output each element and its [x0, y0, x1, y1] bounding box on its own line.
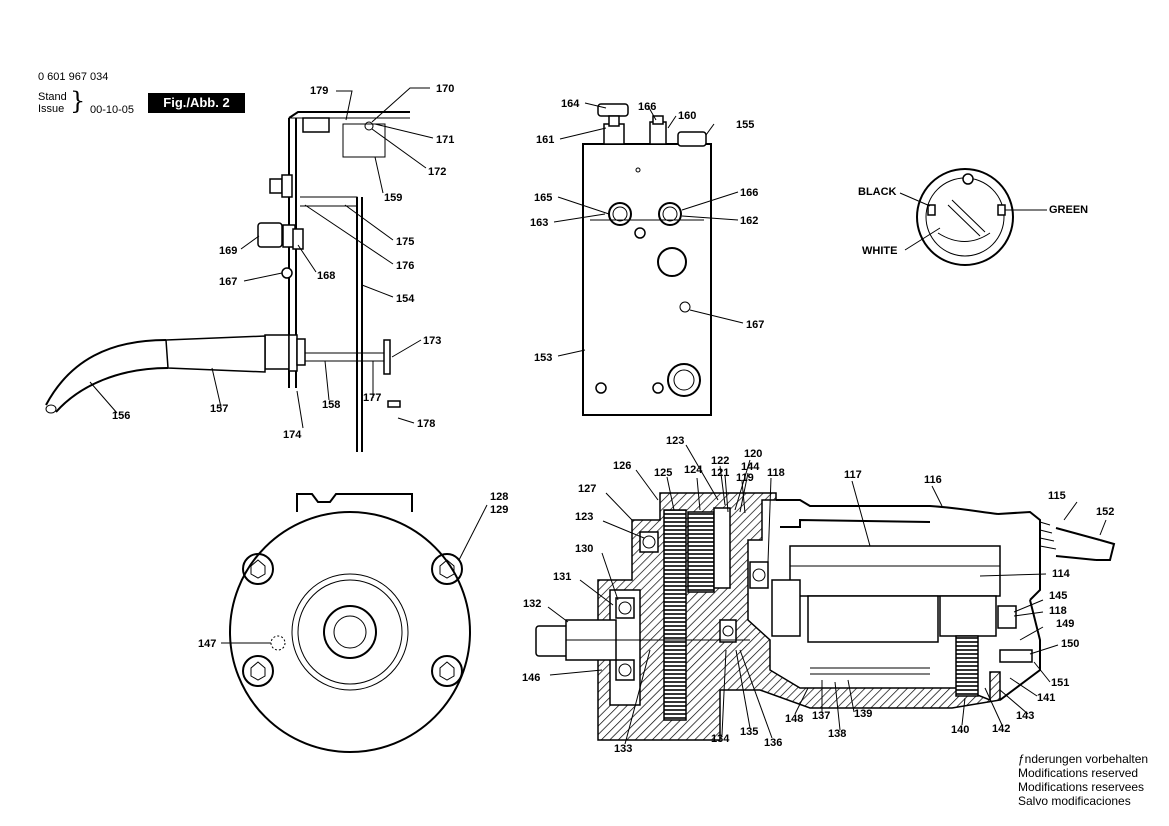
figure-label: Fig./Abb. 2	[148, 93, 245, 113]
gear-housing-section	[535, 492, 1116, 741]
callout-144: 144	[741, 461, 760, 473]
callout-126: 126	[613, 460, 631, 472]
callout-167-box: 167	[746, 319, 764, 331]
callout-161: 161	[536, 134, 554, 146]
callout-127: 127	[578, 483, 596, 495]
callout-115: 115	[1048, 490, 1066, 502]
callout-154: 154	[396, 293, 415, 305]
callout-149: 149	[1056, 618, 1074, 630]
wire-white-label: WHITE	[862, 245, 897, 257]
callout-145: 145	[1049, 590, 1067, 602]
callout-117: 117	[844, 469, 862, 481]
callout-labels: 179 170 171 172 159 175 176 154 169 168 …	[112, 83, 1114, 755]
callout-140: 140	[951, 724, 969, 736]
callout-125: 125	[654, 467, 672, 479]
callout-176: 176	[396, 260, 414, 272]
callout-173: 173	[423, 335, 441, 347]
bracket-assembly	[45, 111, 410, 452]
callout-153: 153	[534, 352, 552, 364]
callout-128: 128	[490, 491, 508, 503]
end-view	[229, 493, 471, 753]
callout-123-top: 123	[666, 435, 684, 447]
callout-157: 157	[210, 403, 228, 415]
wire-black-label: BLACK	[858, 186, 897, 198]
callout-158: 158	[322, 399, 340, 411]
switch-box	[582, 103, 712, 416]
callout-178: 178	[417, 418, 435, 430]
note-french: Modifications reservees	[1018, 780, 1145, 794]
callout-148: 148	[785, 713, 803, 725]
callout-116: 116	[924, 474, 942, 486]
callout-165: 165	[534, 192, 552, 204]
callout-138: 138	[828, 728, 846, 740]
brace-glyph: }	[70, 87, 86, 115]
callout-133: 133	[614, 743, 632, 755]
callout-123-side: 123	[575, 511, 593, 523]
connector-wiring-diagram	[916, 168, 1014, 266]
callout-172: 172	[428, 166, 446, 178]
callout-167-bracket: 167	[219, 276, 237, 288]
callout-143: 143	[1016, 710, 1034, 722]
callout-120: 120	[744, 448, 762, 460]
callout-168: 168	[317, 270, 335, 282]
callout-119: 119	[736, 472, 754, 484]
callout-159: 159	[384, 192, 402, 204]
note-german: ƒnderungen vorbehalten	[1018, 752, 1149, 766]
callout-135: 135	[740, 726, 758, 738]
callout-142: 142	[992, 723, 1010, 735]
callout-174: 174	[283, 429, 302, 441]
issue-label: Issue	[38, 103, 65, 115]
callout-151: 151	[1051, 677, 1069, 689]
callout-166-top: 166	[638, 101, 656, 113]
callout-122: 122	[711, 455, 729, 467]
callout-166-side: 166	[740, 187, 758, 199]
callout-152: 152	[1096, 506, 1114, 518]
callout-171: 171	[436, 134, 454, 146]
callout-160: 160	[678, 110, 696, 122]
callout-141: 141	[1037, 692, 1055, 704]
callout-156: 156	[112, 410, 130, 422]
note-english: Modifications reserved	[1018, 766, 1139, 780]
callout-169: 169	[219, 245, 237, 257]
callout-170: 170	[436, 83, 454, 95]
modification-notes: ƒnderungen vorbehalten Modifications res…	[1018, 752, 1148, 808]
callout-136: 136	[764, 737, 782, 749]
note-spanish: Salvo modificaciones	[1018, 794, 1131, 808]
leader-lines	[89, 87, 1107, 745]
callout-162: 162	[740, 215, 758, 227]
callout-155: 155	[736, 119, 754, 131]
callout-177: 177	[363, 392, 381, 404]
callout-118-side: 118	[1049, 605, 1067, 617]
callout-124: 124	[684, 464, 703, 476]
document-number: 0 601 967 034	[38, 71, 109, 83]
callout-131: 131	[553, 571, 571, 583]
callout-164: 164	[561, 98, 580, 110]
callout-146: 146	[522, 672, 540, 684]
callout-114: 114	[1052, 568, 1071, 580]
callout-137: 137	[812, 710, 830, 722]
callout-121: 121	[711, 467, 729, 479]
callout-132: 132	[523, 598, 541, 610]
callout-175: 175	[396, 236, 414, 248]
wire-green-label: GREEN	[1049, 204, 1088, 216]
callout-150: 150	[1061, 638, 1079, 650]
callout-134: 134	[711, 733, 730, 745]
callout-179: 179	[310, 85, 328, 97]
callout-147: 147	[198, 638, 216, 650]
callout-139: 139	[854, 708, 872, 720]
callout-130: 130	[575, 543, 593, 555]
callout-163: 163	[530, 217, 548, 229]
callout-118-top: 118	[767, 467, 785, 479]
stand-label: Stand	[38, 91, 67, 103]
callout-129: 129	[490, 504, 508, 516]
issue-date: 00-10-05	[90, 104, 135, 116]
